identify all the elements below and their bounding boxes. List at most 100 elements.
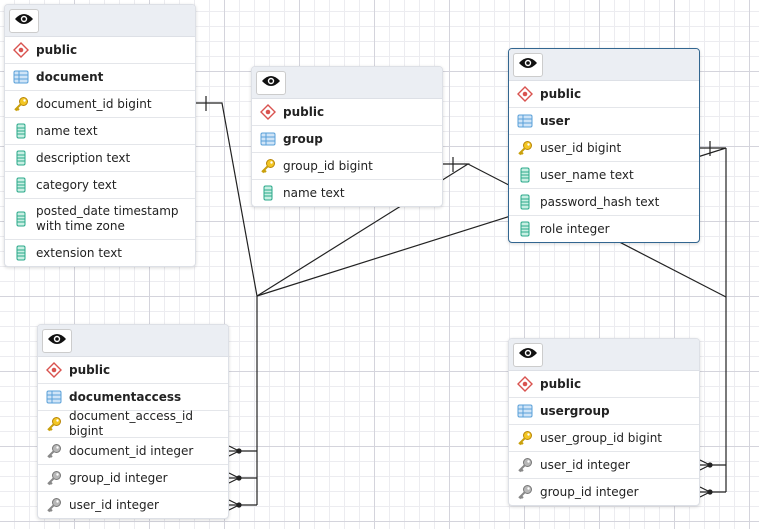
column-row: document_id integer	[38, 438, 228, 465]
column-label: category text	[36, 177, 117, 192]
table-node-user[interactable]: public user user_id bigint user_name text p…	[508, 48, 700, 243]
table-name-row: usergroup	[509, 398, 699, 425]
column-label: user_group_id bigint	[540, 430, 663, 445]
table-header	[5, 5, 195, 37]
schema-name: public	[540, 376, 582, 391]
column-row: user_id integer	[38, 492, 228, 518]
primary-key-icon	[260, 158, 276, 174]
column-row: user_id integer	[509, 452, 699, 479]
schema-icon	[13, 42, 29, 58]
schema-row: public	[252, 99, 442, 126]
column-icon	[13, 245, 29, 261]
column-label: user_id bigint	[540, 140, 622, 155]
eye-icon	[518, 347, 538, 362]
column-row: user_name text	[509, 162, 699, 189]
column-icon	[13, 211, 29, 227]
toggle-details-button[interactable]	[513, 342, 543, 367]
column-row: extension text	[5, 240, 195, 266]
column-row: password_hash text	[509, 189, 699, 216]
column-icon	[13, 150, 29, 166]
table-node-usergroup[interactable]: public usergroup user_group_id bigint user…	[508, 338, 700, 506]
column-icon	[260, 185, 276, 201]
column-row: role integer	[509, 216, 699, 242]
foreign-key-icon	[46, 497, 62, 513]
column-icon	[517, 194, 533, 210]
table-header	[252, 67, 442, 99]
table-name-row: document	[5, 64, 195, 91]
column-label: group_id integer	[69, 470, 168, 485]
link-document-documentaccess	[194, 96, 258, 297]
table-icon	[517, 114, 533, 128]
schema-row: public	[5, 37, 195, 64]
column-row: group_id integer	[509, 479, 699, 505]
column-row: user_id bigint	[509, 135, 699, 162]
column-row: group_id integer	[38, 465, 228, 492]
schema-icon	[517, 86, 533, 102]
table-name: group	[283, 131, 323, 146]
table-header	[38, 325, 228, 357]
column-label: user_id integer	[69, 497, 159, 512]
table-name: document	[36, 69, 104, 84]
foreign-key-icon	[517, 457, 533, 473]
column-icon	[13, 123, 29, 139]
schema-row: public	[509, 81, 699, 108]
eye-icon	[261, 75, 281, 90]
primary-key-icon	[517, 430, 533, 446]
foreign-key-icon	[46, 443, 62, 459]
foreign-key-icon	[46, 470, 62, 486]
column-row: name text	[5, 118, 195, 145]
table-node-group[interactable]: public group group_id bigint name text	[251, 66, 443, 207]
table-name-row: documentaccess	[38, 384, 228, 411]
toggle-details-button[interactable]	[9, 8, 39, 33]
schema-icon	[46, 362, 62, 378]
table-header	[509, 339, 699, 371]
column-row: posted_date timestamp with time zone	[5, 199, 195, 240]
column-row: description text	[5, 145, 195, 172]
column-label: user_name text	[540, 167, 634, 182]
eye-icon	[14, 13, 34, 28]
table-icon	[46, 390, 62, 404]
table-icon	[260, 132, 276, 146]
column-label: description text	[36, 150, 131, 165]
column-row: name text	[252, 180, 442, 206]
table-name: usergroup	[540, 403, 610, 418]
eye-icon	[47, 333, 67, 348]
schema-name: public	[36, 42, 78, 57]
schema-icon	[260, 104, 276, 120]
usergroup-trunk	[698, 148, 727, 498]
schema-row: public	[509, 371, 699, 398]
column-label: role integer	[540, 221, 610, 236]
toggle-details-button[interactable]	[513, 52, 543, 77]
column-row: category text	[5, 172, 195, 199]
schema-icon	[517, 376, 533, 392]
primary-key-icon	[13, 96, 29, 112]
schema-name: public	[540, 86, 582, 101]
schema-name: public	[283, 104, 325, 119]
column-row: user_group_id bigint	[509, 425, 699, 452]
column-label: document_access_id bigint	[69, 409, 193, 438]
table-icon	[13, 70, 29, 84]
column-row: document_access_id bigint	[38, 409, 228, 438]
table-header	[509, 49, 699, 81]
documentaccess-trunk	[227, 296, 258, 511]
toggle-details-button[interactable]	[256, 70, 286, 95]
table-icon	[517, 404, 533, 418]
eye-icon	[518, 57, 538, 72]
toggle-details-button[interactable]	[42, 328, 72, 353]
column-label: group_id integer	[540, 484, 639, 499]
column-icon	[517, 167, 533, 183]
column-label: name text	[36, 123, 98, 138]
column-label: document_id integer	[69, 443, 194, 458]
table-node-document[interactable]: public document document_id bigint name te…	[4, 4, 196, 267]
column-label: group_id bigint	[283, 158, 373, 173]
column-label: document_id bigint	[36, 96, 152, 111]
column-icon	[517, 221, 533, 237]
column-row: document_id bigint	[5, 91, 195, 118]
column-row: group_id bigint	[252, 153, 442, 180]
table-name: user	[540, 113, 570, 128]
schema-row: public	[38, 357, 228, 384]
column-icon	[13, 177, 29, 193]
schema-name: public	[69, 362, 111, 377]
column-label: user_id integer	[540, 457, 630, 472]
